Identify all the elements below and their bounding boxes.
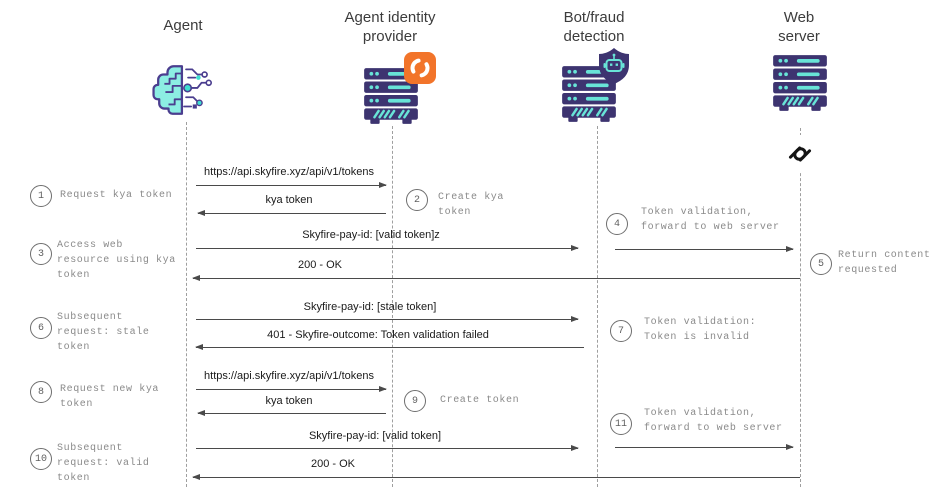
step-number: 5 xyxy=(810,253,832,275)
message-label: Skyfire-pay-id: [valid token]z xyxy=(302,229,440,241)
message-label: kya token xyxy=(265,395,313,407)
step-number: 7 xyxy=(610,320,632,342)
identity-provider-server-icon xyxy=(358,52,444,131)
message-arrow xyxy=(197,210,386,216)
step-number: 2 xyxy=(406,189,428,211)
interlocked-squiggle-logo-icon xyxy=(782,135,818,173)
lifeline-bot-fraud xyxy=(597,126,598,487)
message-label: 200 - OK xyxy=(310,458,356,470)
step-number: 10 xyxy=(30,448,52,470)
message-arrow xyxy=(196,316,579,322)
message-arrow xyxy=(196,182,387,188)
step-number: 3 xyxy=(30,243,52,265)
participant-label-web-server: Web server xyxy=(778,9,820,45)
message-arrow xyxy=(196,386,387,392)
agent-brain-circuit-icon xyxy=(152,60,218,125)
bot-fraud-server-icon xyxy=(556,46,640,131)
message-label: Skyfire-pay-id: [stale token] xyxy=(303,301,437,313)
step-number: 11 xyxy=(610,413,632,435)
message-label: 200 - OK xyxy=(297,259,343,271)
sync-badge-icon xyxy=(404,52,436,84)
step-text: Subsequent request: valid token xyxy=(57,443,150,484)
lifeline-web-server xyxy=(800,128,801,487)
message-arrow xyxy=(196,245,579,251)
step-text: Access web resource using kya token xyxy=(57,240,176,281)
step-number: 1 xyxy=(30,185,52,207)
message-label: https://api.skyfire.xyz/api/v1/tokens xyxy=(204,166,374,178)
step-number: 6 xyxy=(30,317,52,339)
web-server-icon xyxy=(769,53,831,118)
participant-label-identity-provider: Agent identity provider xyxy=(344,9,436,45)
participant-label-agent: Agent xyxy=(163,17,203,34)
step-text: Token validation, forward to web server xyxy=(641,207,780,233)
message-arrow xyxy=(197,410,386,416)
message-arrow xyxy=(195,344,584,350)
message-label: https://api.skyfire.xyz/api/v1/tokens xyxy=(204,370,374,382)
lifeline-identity-provider xyxy=(392,126,393,487)
message-arrow xyxy=(615,246,794,252)
message-arrow xyxy=(192,275,800,281)
step-text: Token validation, forward to web server xyxy=(644,408,783,434)
step-text: Subsequent request: stale token xyxy=(57,312,150,353)
message-label: Skyfire-pay-id: [valid token] xyxy=(308,430,442,442)
step-text: Create token xyxy=(440,395,520,406)
participant-label-bot-fraud: Bot/fraud detection xyxy=(563,9,625,45)
message-label: 401 - Skyfire-outcome: Token validation … xyxy=(267,329,489,341)
message-arrow xyxy=(192,474,800,480)
step-number: 8 xyxy=(30,381,52,403)
step-text: Request kya token xyxy=(60,190,173,201)
step-text: Return content requested xyxy=(838,250,931,276)
message-arrow xyxy=(615,444,794,450)
message-label: kya token xyxy=(265,194,313,206)
step-text: Request new kya token xyxy=(60,384,160,410)
step-text: Create kya token xyxy=(438,192,505,218)
step-number: 4 xyxy=(606,213,628,235)
message-arrow xyxy=(196,445,579,451)
bot-shield-icon xyxy=(599,48,629,84)
step-text: Token validation: Token is invalid xyxy=(644,317,757,343)
lifeline-agent xyxy=(186,122,187,487)
step-number: 9 xyxy=(404,390,426,412)
